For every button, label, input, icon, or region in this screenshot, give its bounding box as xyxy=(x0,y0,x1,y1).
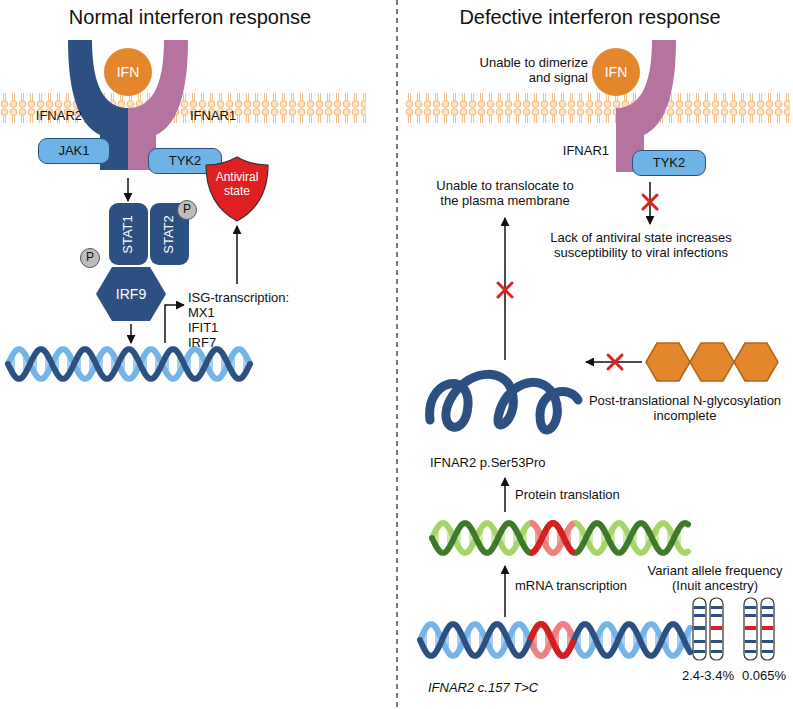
annotation: 0.065% xyxy=(738,668,790,683)
node-text: IFN xyxy=(117,64,140,80)
stat-protein: STAT1 xyxy=(109,203,148,265)
annotation: Unable to dimerize and signal xyxy=(462,55,588,86)
node-text: Antiviral state xyxy=(211,171,263,199)
kinase-box: TYK2 xyxy=(632,150,706,176)
helix xyxy=(8,349,690,656)
chromosome xyxy=(693,598,774,660)
annotation: Unable to translocate to the plasma memb… xyxy=(432,178,578,209)
annotation: IFNAR2 p.Ser53Pro xyxy=(430,455,600,470)
annotation: ISG-transcription: MX1 IFIT1 IRF7 xyxy=(188,290,318,350)
misfolded-protein xyxy=(430,374,578,430)
panel-divider xyxy=(396,0,397,709)
membrane xyxy=(0,92,366,128)
annotation: Protein translation xyxy=(515,487,665,502)
annotation: IFNAR2 c.157 T>C xyxy=(428,680,608,695)
membrane xyxy=(405,92,790,128)
ifn-circle: IFN xyxy=(592,48,640,96)
annotation: Variant allele frequency (Inuit ancestry… xyxy=(640,563,790,594)
phosphate-circle: P xyxy=(177,200,197,220)
annotation: IFNAR1 xyxy=(545,143,609,158)
antiviral-shield: Antiviral state xyxy=(205,156,269,222)
node-text: STAT2 xyxy=(162,215,177,254)
panel-title: Defective interferon response xyxy=(430,6,750,30)
red-cross xyxy=(498,195,657,369)
kinase-box: JAK1 xyxy=(38,138,110,164)
node-text: P xyxy=(86,251,94,265)
node-text: TYK2 xyxy=(653,156,686,171)
annotation: IFNAR1 xyxy=(190,108,254,123)
annotation: Post-translational N-glycosylation incom… xyxy=(580,393,790,424)
node-text: STAT1 xyxy=(121,215,136,254)
node-text: TYK2 xyxy=(169,154,202,169)
annotation: 2.4-3.4% xyxy=(676,668,740,683)
panel-title: Normal interferon response xyxy=(40,6,340,30)
phosphate-circle: P xyxy=(80,248,100,268)
irf9-hexagon: IRF9 xyxy=(95,266,167,322)
node-text: P xyxy=(183,203,191,217)
node-text: JAK1 xyxy=(58,144,89,159)
glycan xyxy=(646,343,778,381)
annotation: IFNAR2 xyxy=(20,108,82,123)
annotation: Lack of antiviral state increases suscep… xyxy=(515,230,767,261)
node-text: IRF9 xyxy=(116,286,146,302)
connector-arrow xyxy=(127,178,129,201)
annotation: mRNA transcription xyxy=(515,578,665,593)
node-text: IFN xyxy=(605,64,628,80)
ifn-circle: IFN xyxy=(104,48,152,96)
